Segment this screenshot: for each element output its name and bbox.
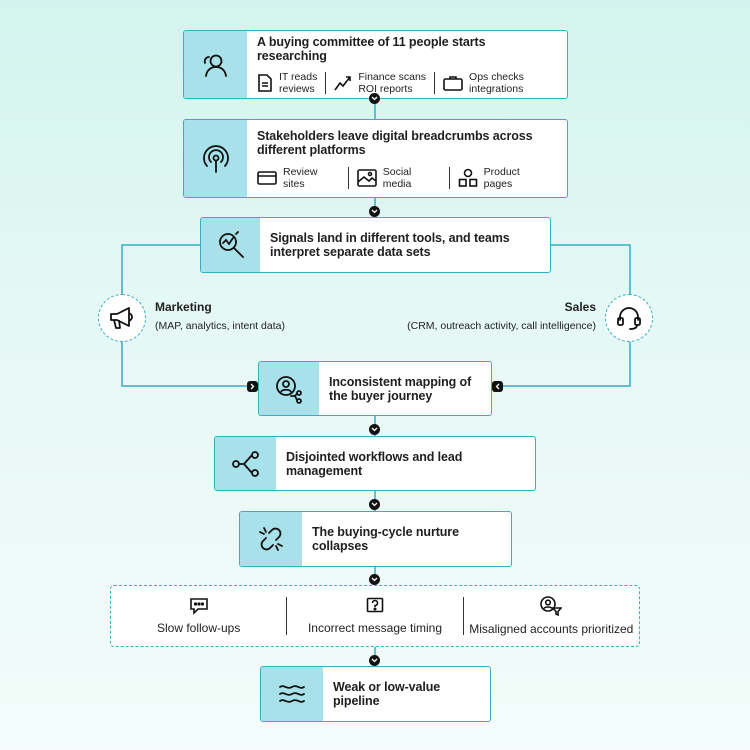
broken-link-icon	[259, 527, 283, 551]
step-collapse-box: The buying-cycle nurture collapses	[239, 511, 512, 567]
step-research-icon-cell	[184, 31, 247, 98]
misaligned-accounts-item: Misaligned accounts prioritized	[464, 596, 639, 636]
message-timing-item: Incorrect message timing	[287, 597, 462, 635]
chevron-down-icon	[369, 93, 380, 104]
divider	[448, 167, 450, 189]
chevron-down-icon	[369, 424, 380, 435]
image-icon	[356, 169, 377, 187]
chevron-down-icon	[369, 206, 380, 217]
chevron-down-icon	[369, 655, 380, 666]
finance-roi-line2: ROI reports	[358, 82, 413, 95]
step-mapping-icon-cell	[259, 362, 319, 415]
divider	[462, 597, 464, 635]
trend-icon	[334, 75, 352, 90]
slow-followups-item: Slow follow-ups	[111, 597, 286, 635]
waves-icon	[279, 685, 305, 703]
sales-title: Sales	[564, 300, 596, 314]
shapes-icon	[458, 168, 477, 187]
user-icon	[203, 54, 227, 77]
step-breadcrumbs-box: Stakeholders leave digital breadcrumbs a…	[183, 119, 568, 198]
sales-circle	[605, 294, 653, 342]
divider	[286, 597, 288, 635]
document-icon	[258, 73, 272, 92]
step-research-box: A buying committee of 11 people starts r…	[183, 30, 568, 99]
step-breadcrumbs-icon-cell	[184, 120, 247, 197]
step-breadcrumbs-title: Stakeholders leave digital breadcrumbs a…	[257, 129, 533, 157]
it-reviews-line1: IT reads	[279, 70, 318, 83]
user-filter-icon	[540, 596, 563, 616]
ops-integrations-line1: Ops checks	[469, 70, 524, 83]
briefcase-icon	[443, 75, 463, 91]
chevron-right-icon	[247, 381, 258, 392]
step-signals-icon-cell	[201, 218, 260, 272]
megaphone-icon	[110, 307, 133, 329]
divider	[434, 71, 436, 94]
divider	[325, 71, 327, 94]
slow-followups-label: Slow follow-ups	[156, 621, 241, 635]
marketing-title: Marketing	[155, 300, 212, 314]
step-mapping-box: Inconsistent mapping of the buyer journe…	[258, 361, 492, 416]
step-pipeline-icon-cell	[261, 667, 323, 721]
review-sites-label: Review sites	[283, 166, 318, 190]
step-workflows-box: Disjointed workflows and lead management	[214, 436, 536, 491]
chevron-left-icon	[492, 381, 503, 392]
browser-icon	[257, 171, 277, 185]
chevron-down-icon	[369, 574, 380, 585]
social-media-label: Social media	[382, 166, 412, 190]
product-pages-item: Product pages	[458, 166, 557, 190]
social-media-item: Social media	[356, 166, 449, 190]
step-workflows-title: Disjointed workflows and lead management	[286, 449, 463, 478]
message-timing-label: Incorrect message timing	[307, 621, 443, 635]
step-pipeline-title: Weak or low-value pipeline	[333, 680, 441, 708]
magnifier-analytics-icon	[218, 231, 244, 258]
step-workflows-icon-cell	[215, 437, 276, 490]
step-signals-box: Signals land in different tools, and tea…	[200, 217, 551, 273]
step-collapse-title: The buying-cycle nurture collapses	[312, 525, 459, 553]
sales-subtitle: (CRM, outreach activity, call intelligen…	[407, 320, 596, 332]
question-icon	[366, 597, 384, 613]
review-sites-item: Review sites	[257, 166, 348, 190]
finance-roi-line1: Finance scans	[358, 70, 427, 83]
workflow-icon	[231, 450, 259, 477]
product-pages-label: Product pages	[483, 166, 520, 190]
chevron-down-icon	[369, 499, 380, 510]
step-signals-title: Signals land in different tools, and tea…	[270, 231, 510, 259]
marketing-circle	[98, 294, 146, 342]
consequences-panel: Slow follow-ups Incorrect message timing…	[110, 585, 640, 647]
ops-integrations-line2: integrations	[469, 82, 524, 95]
it-reviews-line2: reviews	[279, 82, 315, 95]
user-network-icon	[276, 375, 302, 404]
chat-icon	[189, 598, 208, 615]
divider	[347, 167, 349, 189]
step-pipeline-box: Weak or low-value pipeline	[260, 666, 491, 722]
marketing-subtitle: (MAP, analytics, intent data)	[155, 320, 285, 332]
broadcast-icon	[202, 144, 229, 173]
step-mapping-title: Inconsistent mapping of the buyer journe…	[329, 374, 472, 403]
misaligned-accounts-label: Misaligned accounts prioritized	[469, 622, 634, 636]
step-research-title: A buying committee of 11 people starts r…	[257, 34, 486, 63]
step-collapse-icon-cell	[240, 512, 302, 566]
headset-icon	[617, 307, 641, 330]
